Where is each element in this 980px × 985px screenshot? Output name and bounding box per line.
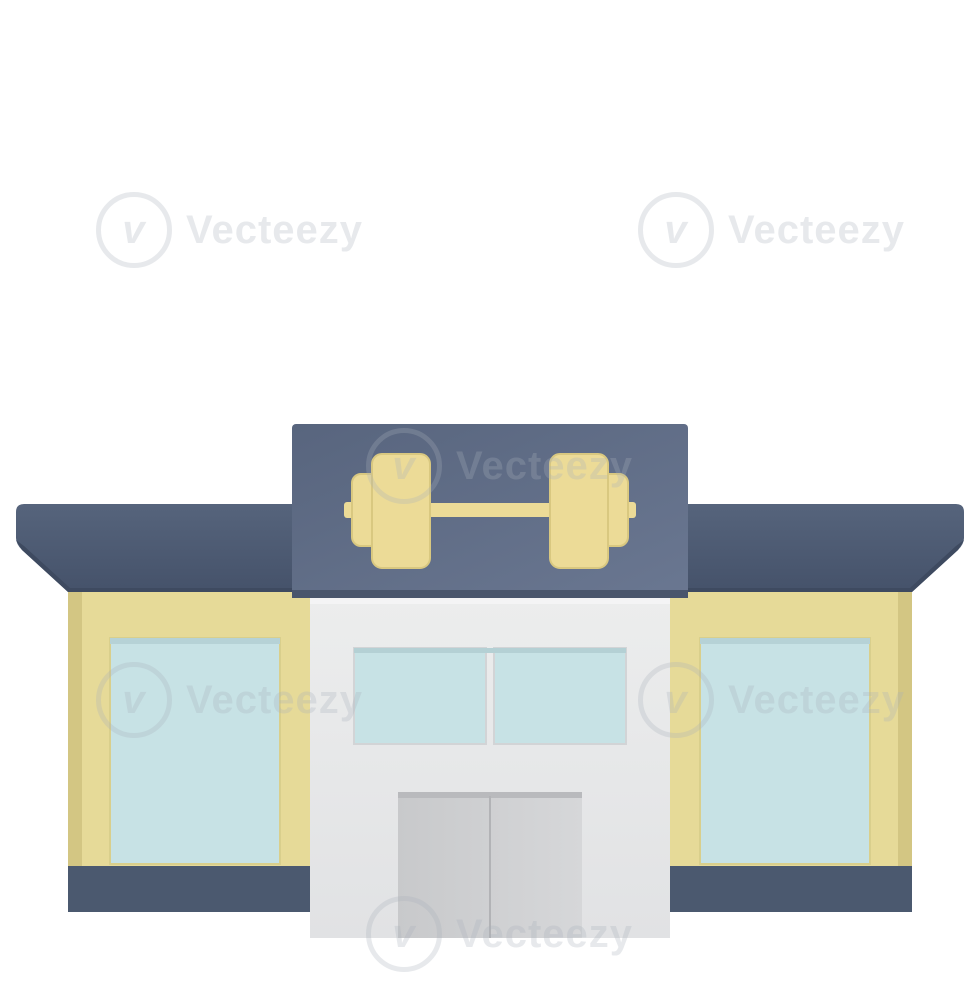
right-roof xyxy=(682,504,964,592)
left-base xyxy=(68,866,312,912)
right-window xyxy=(699,637,871,865)
dumbbell-icon xyxy=(344,453,636,569)
upper-window-left xyxy=(353,647,487,745)
left-window xyxy=(109,637,281,865)
main-entrance xyxy=(310,598,670,938)
upper-window-right xyxy=(493,647,627,745)
right-base xyxy=(668,866,912,912)
right-wing xyxy=(668,504,964,912)
left-roof xyxy=(16,504,298,592)
left-wing xyxy=(16,504,312,912)
